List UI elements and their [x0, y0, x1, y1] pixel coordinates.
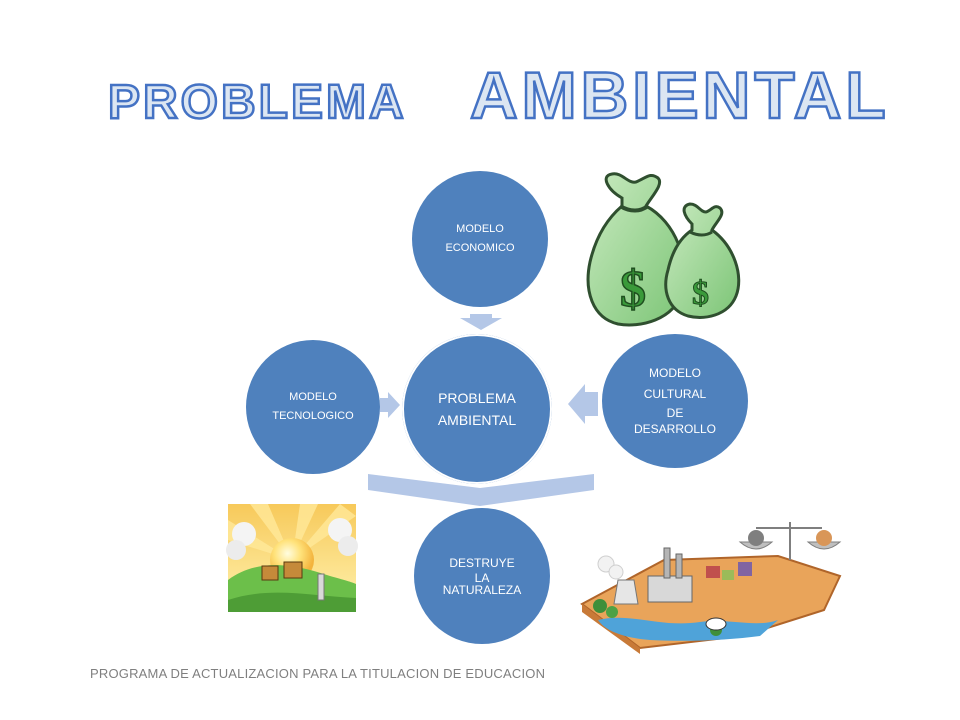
big-bag-dollar-icon: $ [620, 261, 646, 318]
arrow-cultural-to-center [568, 384, 598, 424]
title-word-ambiental: AMBIENTAL [470, 58, 890, 132]
slide-footer: PROGRAMA DE ACTUALIZACION PARA LA TITULA… [90, 666, 546, 681]
arrow-center-to-destroys [368, 474, 594, 506]
slide-title: PROBLEMA AMBIENTAL [107, 57, 890, 134]
node-cultural-line4: DESARROLLO [633, 422, 717, 437]
connector-arrows [368, 314, 598, 506]
title-word-problema: PROBLEMA [108, 76, 407, 129]
node-economic-model: MODELO ECONOMICO [412, 171, 548, 307]
node-cultural-development-model: MODELO CULTURAL DE DESARROLLO [602, 334, 748, 468]
node-economic-line2: ECONOMICO [445, 242, 515, 254]
node-cultural-line2: CULTURAL [643, 386, 707, 401]
node-technological-model: MODELO TECNOLOGICO [246, 340, 380, 474]
node-destroys-line2: LA [474, 570, 490, 585]
money-bags-image: $ $ [586, 170, 741, 330]
node-center-problem: PROBLEMA AMBIENTAL [402, 334, 552, 484]
node-center-line1: PROBLEMA [438, 389, 516, 406]
arrow-technological-to-center [380, 392, 400, 418]
node-technological-line2: TECNOLOGICO [272, 410, 354, 422]
node-center-line2: AMBIENTAL [437, 411, 517, 428]
industry-ecosystem-image [580, 522, 842, 654]
node-destroys-line3: NATURALEZA [442, 583, 522, 598]
small-bag-dollar-icon: $ [692, 275, 709, 312]
arrow-economic-to-center [460, 314, 502, 330]
node-cultural-line1: MODELO [648, 365, 701, 380]
node-cultural-line3: DE [666, 406, 684, 420]
node-destroys-nature: DESTRUYE LA NATURALEZA [414, 508, 550, 644]
node-destroys-line1: DESTRUYE [449, 556, 515, 571]
node-technological-line1: MODELO [289, 391, 337, 404]
node-economic-line1: MODELO [456, 223, 504, 236]
sunrise-landscape-image [226, 504, 358, 612]
